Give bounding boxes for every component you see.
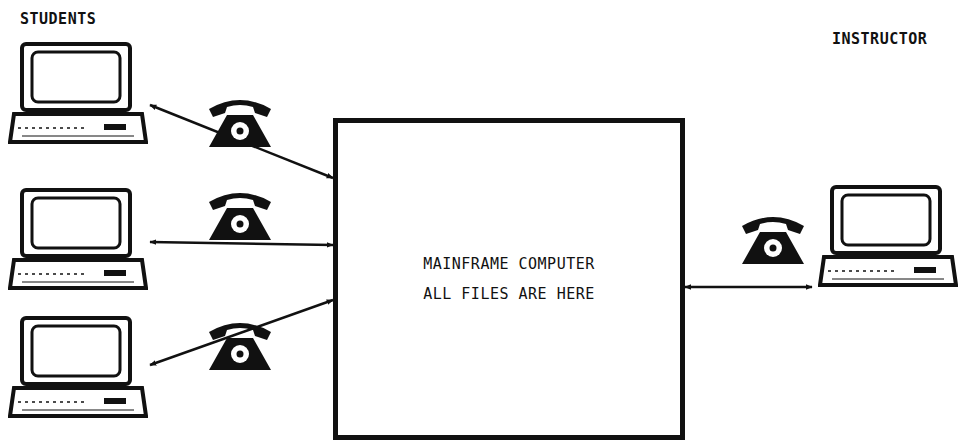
telephone-icon [742, 217, 804, 264]
mainframe-box: MAINFRAME COMPUTERALL FILES ARE HERE [333, 118, 685, 440]
telephone-icon [209, 193, 271, 240]
terminal-group: INSTRUCTOR [812, 18, 964, 298]
computer-terminal [8, 316, 148, 421]
computer-terminal [8, 188, 148, 293]
telephone-icon [209, 100, 271, 147]
group-label: INSTRUCTOR [832, 30, 927, 48]
terminal-group: STUDENTS [0, 0, 165, 447]
phone-line [150, 242, 333, 245]
box-text: MAINFRAME COMPUTER [423, 249, 595, 279]
computer-terminal [818, 185, 958, 290]
telephone-icon [209, 323, 271, 370]
phone-line [685, 286, 812, 289]
computer-terminal [8, 42, 148, 147]
box-text: ALL FILES ARE HERE [423, 279, 595, 309]
group-label: STUDENTS [20, 10, 96, 28]
